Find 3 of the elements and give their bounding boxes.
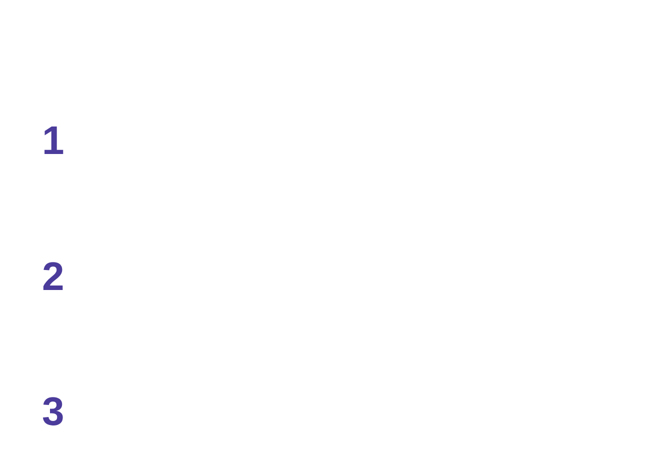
callout-number: 3 (42, 392, 64, 432)
callout-number: 2 (42, 257, 64, 297)
callout-number: 1 (42, 121, 64, 161)
